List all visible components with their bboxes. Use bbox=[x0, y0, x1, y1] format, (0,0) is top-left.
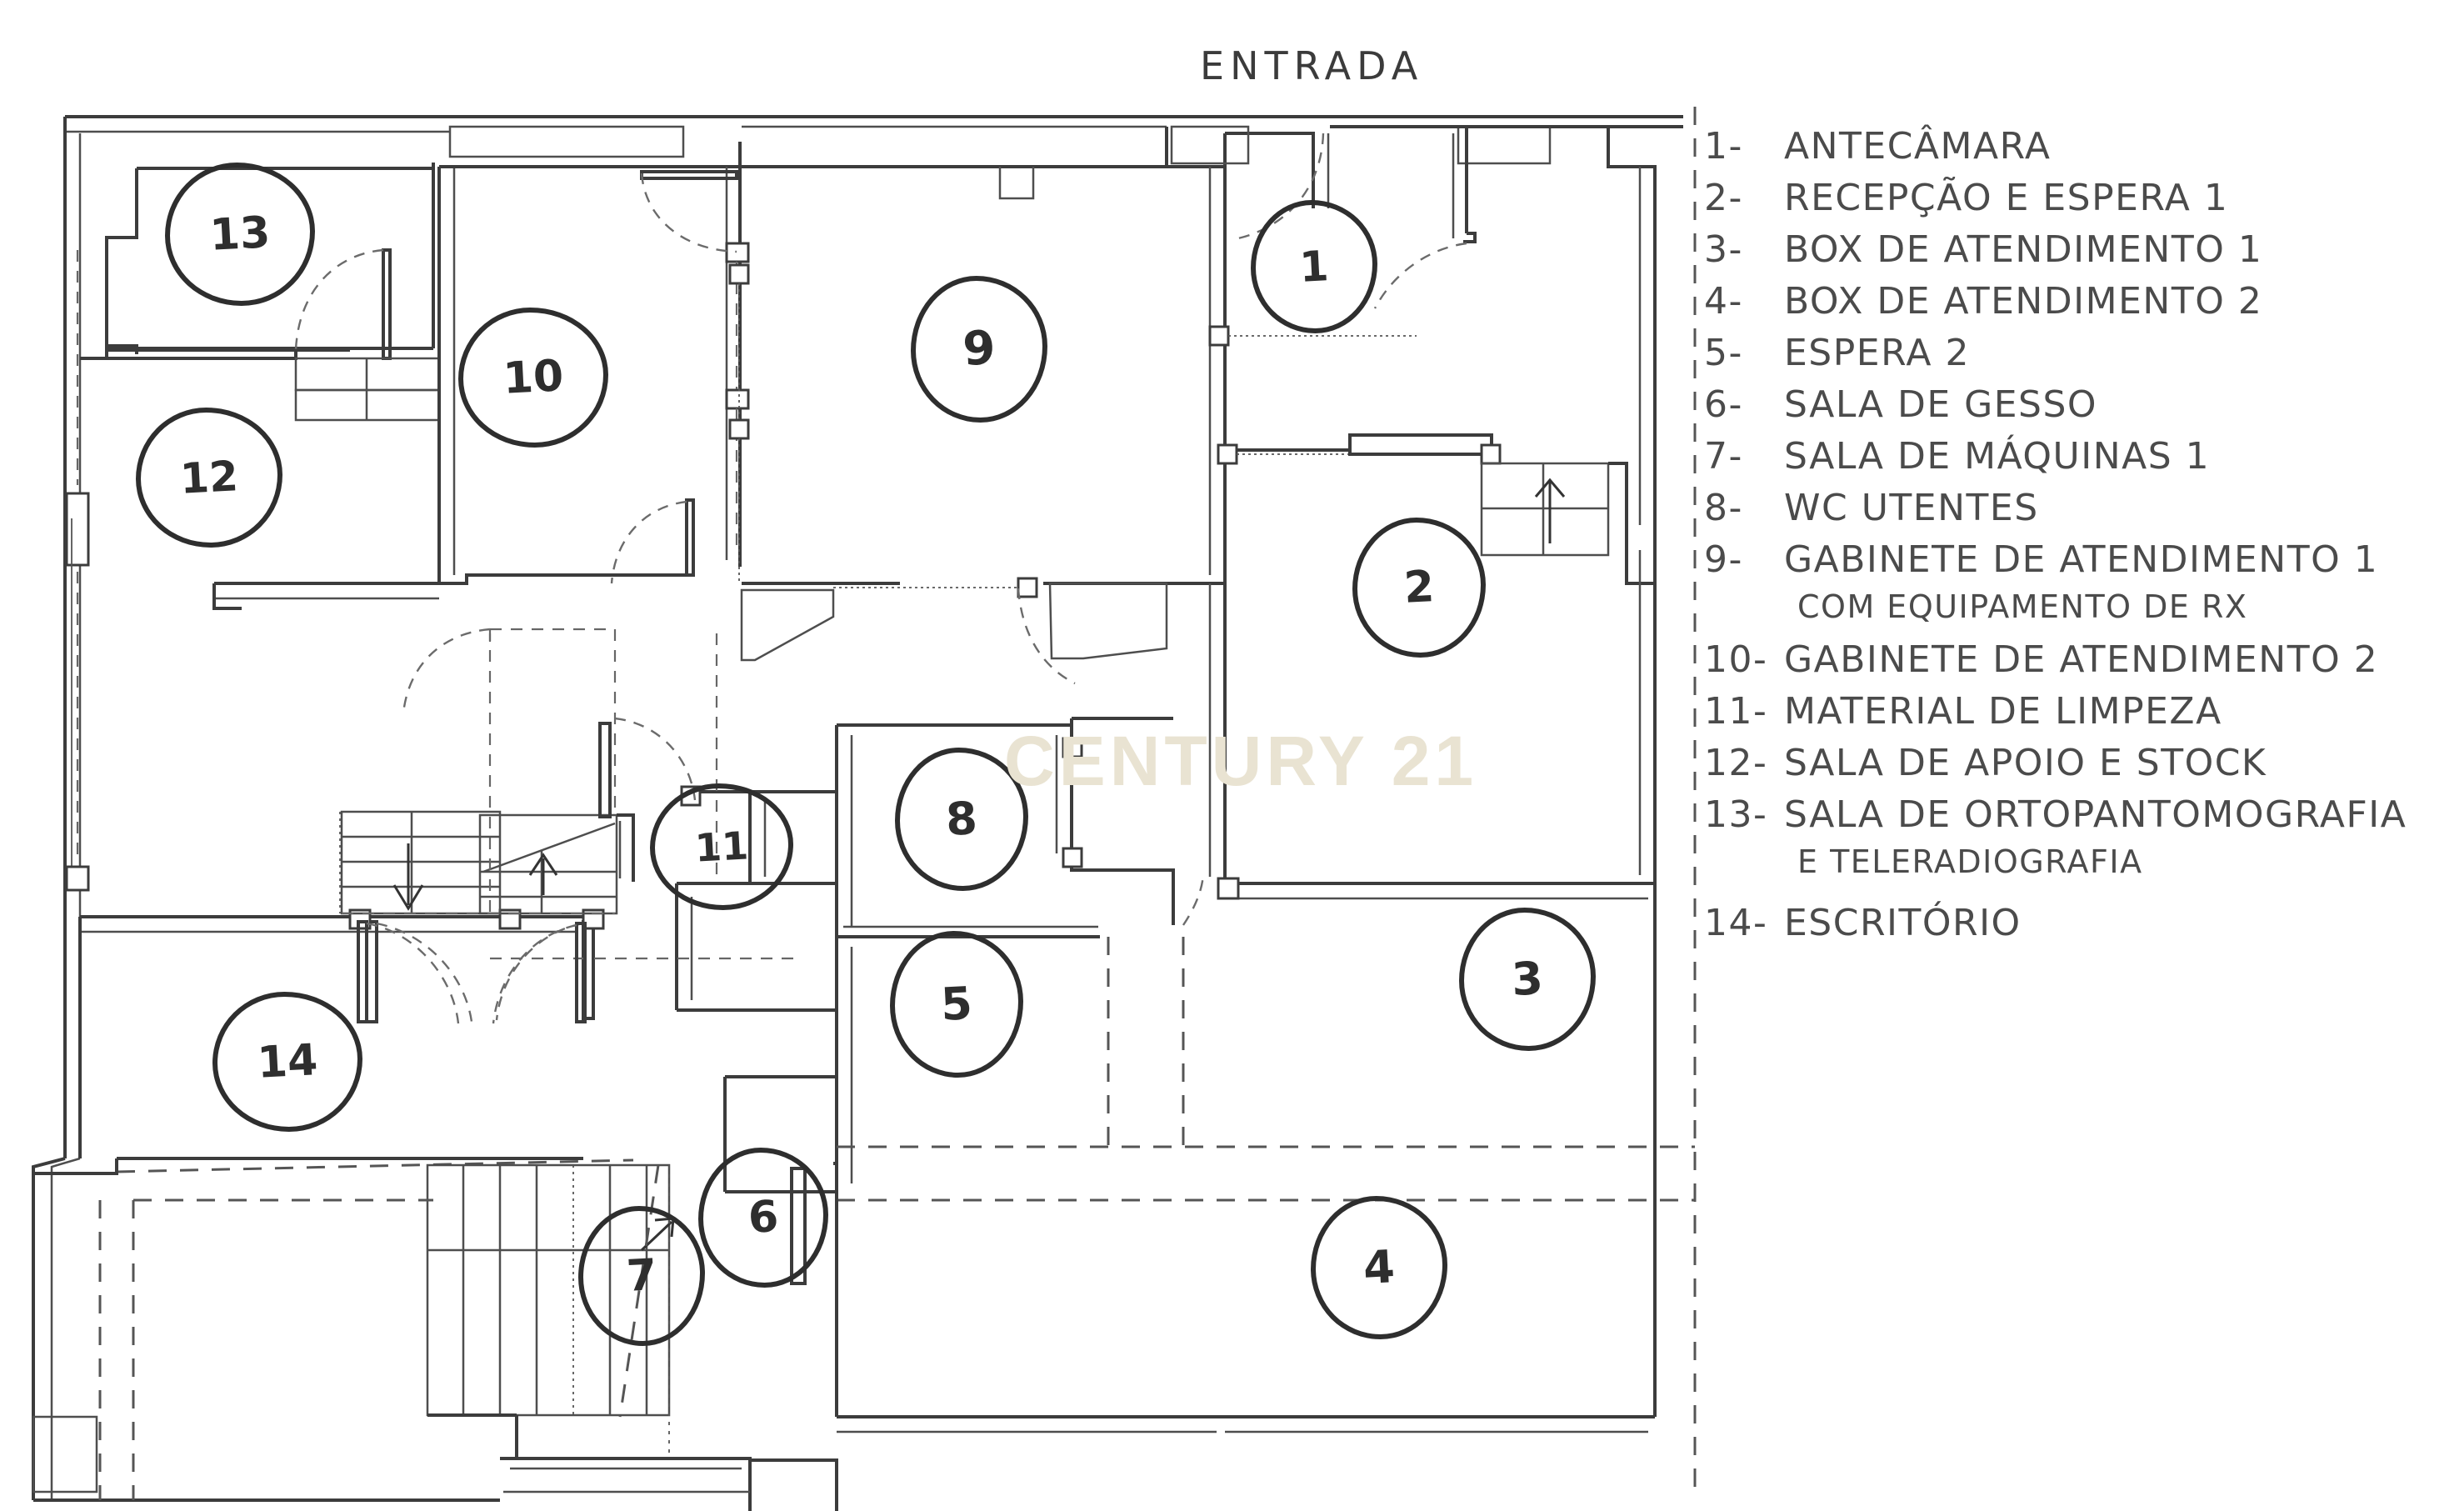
legend-number: 4- bbox=[1704, 280, 1743, 323]
room-marker-7 bbox=[578, 1206, 705, 1346]
legend-item-3: 3- BOX DE ATENDIMENTO 1 bbox=[1704, 228, 2454, 271]
room-marker-4 bbox=[1311, 1196, 1447, 1339]
left-exterior-windows bbox=[65, 250, 90, 892]
legend-number: 14- bbox=[1704, 902, 1768, 944]
legend-item-1: 1- ANTECÂMARA bbox=[1704, 125, 2454, 168]
room-marker-9 bbox=[911, 276, 1047, 423]
legend-item-11: 11- MATERIAL DE LIMPEZA bbox=[1704, 690, 2454, 733]
room-9-gabinete-1 bbox=[728, 125, 1417, 685]
counter-block-13 bbox=[294, 357, 441, 422]
room-legend: 1- ANTECÂMARA 2- RECEPÇÃO E ESPERA 1 3- … bbox=[1704, 125, 2454, 953]
room-8-wc-utentes bbox=[835, 717, 1205, 938]
room-number-label-12: 12 bbox=[178, 452, 240, 503]
legend-label: ESPERA 2 bbox=[1784, 332, 1970, 374]
room-number-label-3: 3 bbox=[1510, 952, 1545, 1006]
bottom-outline bbox=[32, 883, 1657, 1511]
room-5-espera-2 bbox=[835, 937, 1695, 1202]
legend-label: SALA DE GESSO bbox=[1784, 383, 2098, 426]
legend-number: 6- bbox=[1704, 383, 1743, 426]
legend-label: SALA DE APOIO E STOCK bbox=[1784, 742, 2267, 784]
legend-number: 1- bbox=[1704, 125, 1743, 168]
legend-label: SALA DE ORTOPANTOMOGRAFIA bbox=[1784, 793, 2407, 836]
room-marker-6 bbox=[698, 1148, 828, 1288]
room-number-label-6: 6 bbox=[747, 1192, 780, 1243]
room-marker-8 bbox=[895, 748, 1028, 891]
room-marker-10 bbox=[458, 308, 608, 448]
legend-number: 12- bbox=[1704, 742, 1768, 784]
legend-label: MATERIAL DE LIMPEZA bbox=[1784, 690, 2222, 733]
legend-item-12: 12- SALA DE APOIO E STOCK bbox=[1704, 742, 2454, 784]
legend-label: RECEPÇÃO E ESPERA 1 bbox=[1784, 177, 2229, 219]
room-10-gabinete-2 bbox=[212, 125, 750, 610]
stairs-entry bbox=[1480, 462, 1655, 585]
legend-item-6: 6- SALA DE GESSO bbox=[1704, 383, 2454, 426]
legend-item-9-sub: COM EQUIPAMENTO DE RX bbox=[1797, 588, 2248, 625]
legend-label: GABINETE DE ATENDIMENTO 2 bbox=[1784, 638, 2379, 681]
room-1-antecamara bbox=[1170, 125, 1683, 533]
legend-number: 3- bbox=[1704, 228, 1743, 271]
legend-item-14: 14- ESCRITÓRIO bbox=[1704, 902, 2454, 944]
room-marker-11 bbox=[650, 783, 793, 910]
room-number-label-14: 14 bbox=[256, 1035, 319, 1088]
legend-item-2: 2- RECEPÇÃO E ESPERA 1 bbox=[1704, 177, 2454, 219]
legend-label: BOX DE ATENDIMENTO 1 bbox=[1784, 228, 2263, 271]
room-marker-3 bbox=[1459, 908, 1596, 1051]
room-number-label-5: 5 bbox=[939, 977, 974, 1031]
century21-watermark: CENTURY 21 bbox=[1004, 722, 1478, 800]
room-number-label-10: 10 bbox=[502, 351, 565, 404]
room-number-label-11: 11 bbox=[693, 823, 750, 871]
legend-item-4: 4- BOX DE ATENDIMENTO 2 bbox=[1704, 280, 2454, 323]
stairs-upper-left bbox=[339, 810, 502, 915]
legend-item-9: 9- GABINETE DE ATENDIMENTO 1 bbox=[1704, 538, 2454, 581]
room-marker-5 bbox=[890, 931, 1023, 1078]
room-marker-12 bbox=[136, 408, 282, 548]
interior-dashed-guides bbox=[133, 628, 800, 1202]
legend-item-5: 5- ESPERA 2 bbox=[1704, 332, 2454, 374]
legend-number: 10- bbox=[1704, 638, 1768, 681]
stairs-upper-center bbox=[478, 813, 635, 915]
legend-label: ESCRITÓRIO bbox=[1784, 902, 2022, 944]
room-marker-14 bbox=[212, 992, 362, 1132]
outer-walls bbox=[32, 115, 1683, 1500]
room-number-label-8: 8 bbox=[944, 792, 979, 846]
room-number-label-1: 1 bbox=[1298, 242, 1330, 292]
room-marker-2 bbox=[1352, 518, 1486, 658]
legend-number: 7- bbox=[1704, 435, 1743, 478]
legend-number: 8- bbox=[1704, 487, 1743, 529]
room-2-recepcao-espera-1 bbox=[1208, 533, 1657, 900]
room-marker-13 bbox=[165, 163, 315, 306]
legend-item-8: 8- WC UTENTES bbox=[1704, 487, 2454, 529]
legend-item-13: 13- SALA DE ORTOPANTOMOGRAFIA bbox=[1704, 793, 2454, 836]
landing-doors bbox=[357, 628, 697, 1024]
legend-item-13-sub: E TELERADIOGRAFIA bbox=[1797, 843, 2143, 880]
legend-label: SALA DE MÁQUINAS 1 bbox=[1784, 435, 2211, 478]
entrada-title: ENTRADA bbox=[1200, 43, 1424, 88]
legend-label: WC UTENTES bbox=[1784, 487, 2039, 529]
legend-item-10: 10- GABINETE DE ATENDIMENTO 2 bbox=[1704, 638, 2454, 681]
legend-label: ANTECÂMARA bbox=[1784, 125, 2052, 168]
room-marker-1 bbox=[1251, 200, 1377, 333]
room-number-label-9: 9 bbox=[961, 321, 997, 377]
legend-number: 2- bbox=[1704, 177, 1743, 219]
room-number-label-4: 4 bbox=[1362, 1240, 1397, 1294]
legend-item-7: 7- SALA DE MÁQUINAS 1 bbox=[1704, 435, 2454, 478]
room-number-label-2: 2 bbox=[1402, 562, 1436, 613]
legend-number: 5- bbox=[1704, 332, 1743, 374]
room-number-label-13: 13 bbox=[208, 208, 272, 261]
legend-label: GABINETE DE ATENDIMENTO 1 bbox=[1784, 538, 2379, 581]
legend-label: BOX DE ATENDIMENTO 2 bbox=[1784, 280, 2263, 323]
legend-number: 11- bbox=[1704, 690, 1768, 733]
legend-number: 13- bbox=[1704, 793, 1768, 836]
room-number-label-7: 7 bbox=[625, 1250, 658, 1302]
legend-number: 9- bbox=[1704, 538, 1743, 581]
